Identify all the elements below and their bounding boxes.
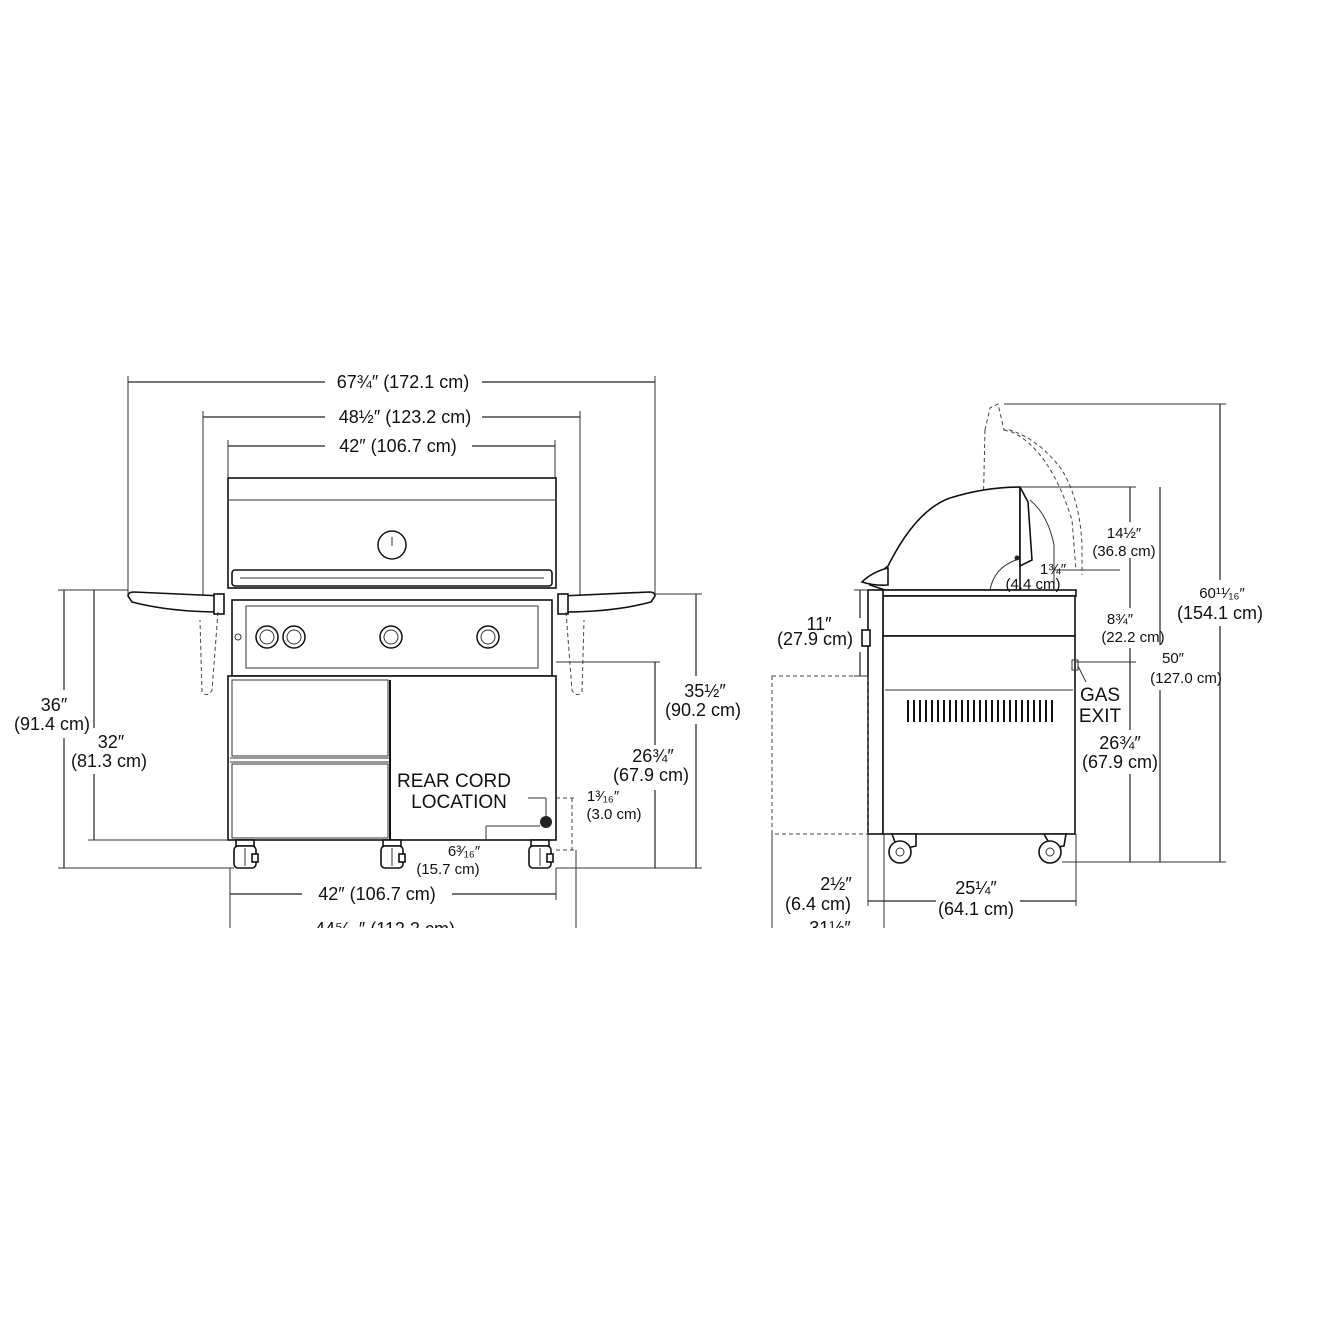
height-50-label: 50″	[1162, 650, 1185, 667]
control-panel	[231, 599, 553, 677]
lid-offset-label: 1¾″	[1040, 561, 1067, 578]
side-hood	[860, 486, 1055, 591]
caster-middle	[380, 839, 406, 869]
side-shelf-dashed-outline	[771, 675, 869, 835]
cart-width-dimension: 44⁵⁄₁₆″ (112.2 cm)	[315, 850, 577, 939]
grill-cart	[227, 675, 557, 841]
side-26-75-cm-label: (67.9 cm)	[1082, 752, 1158, 772]
offset-2-5-label: 2½″	[820, 874, 852, 894]
offset-2-5-dimension: 2½″ (6.4 cm)	[771, 834, 885, 928]
side-26-75-label: 26¾″	[1099, 733, 1141, 753]
depth-partial-dimension: 31½″	[809, 918, 851, 938]
depth-25-25-dimension: 25¼″ (64.1 cm)	[884, 834, 1077, 919]
overall-width-label: 67¾″ (172.1 cm)	[337, 372, 469, 392]
right-side-shelf	[557, 591, 656, 696]
height-35-5-label: 35½″	[684, 681, 726, 701]
gap-8-75-dimension: 8¾″ (22.2 cm)	[1076, 590, 1165, 663]
gas-exit-label-line1: GAS	[1080, 685, 1120, 706]
right-shelf-bracket	[557, 593, 569, 615]
hood-depth-dimension: 14½″ (36.8 cm)	[1020, 486, 1156, 590]
rear-cord-label-line1: REAR CORD	[397, 771, 511, 792]
burner-knob-1	[255, 625, 279, 649]
base-width-label: 42″ (106.7 cm)	[318, 884, 435, 904]
rear-cord-location-dot	[540, 816, 552, 828]
height-36-label: 36″	[41, 695, 68, 715]
depth-25-25-cm-label: (64.1 cm)	[938, 899, 1014, 919]
open-height-dimension: 60¹¹⁄₁₆″ (154.1 cm)	[1004, 403, 1263, 863]
hood-depth-label: 14½″	[1107, 525, 1142, 542]
side-11-dimension: 11″ (27.9 cm)	[777, 589, 868, 677]
firebox-width-dimension: 42″ (106.7 cm)	[227, 436, 556, 478]
gas-exit-callout: GAS EXIT	[1077, 665, 1122, 727]
caster-left	[233, 839, 259, 869]
height-36-dimension: 36″ (91.4 cm)	[14, 589, 234, 869]
side-26-75-dimension: 26¾″ (67.9 cm)	[1082, 662, 1158, 862]
height-35-5-dimension: 35½″ (90.2 cm)	[556, 593, 741, 869]
cord-offset-label: 1³⁄₁₆″	[587, 788, 620, 805]
side-casters	[888, 833, 1067, 864]
cart-width-label: 44⁵⁄₁₆″ (112.2 cm)	[315, 919, 455, 939]
cord-height-cm-label: (15.7 cm)	[416, 861, 479, 878]
cord-offset-cm-label: (3.0 cm)	[586, 806, 641, 823]
side-vent-grille	[907, 700, 1053, 722]
height-26-75-dimension: 26¾″ (67.9 cm)	[556, 661, 689, 868]
height-50-dimension: 50″ (127.0 cm)	[1150, 487, 1222, 862]
offset-2-5-cm-label: (6.4 cm)	[785, 894, 851, 914]
burner-knob-4	[476, 625, 500, 649]
side-caster-rear	[1038, 833, 1067, 864]
side-knob-icon	[861, 629, 871, 647]
open-height-label: 60¹¹⁄₁₆″	[1199, 585, 1245, 602]
open-lid-outline	[981, 403, 1083, 591]
height-26-75-label: 26¾″	[632, 746, 674, 766]
height-35-5-cm-label: (90.2 cm)	[665, 700, 741, 720]
depth-partial-label: 31½″	[809, 918, 851, 938]
height-32-cm-label: (81.3 cm)	[71, 751, 147, 771]
burner-knob-2	[282, 625, 306, 649]
cart-upper-drawer	[231, 679, 389, 757]
burner-knob-3	[379, 625, 403, 649]
base-width-dimension: 42″ (106.7 cm)	[229, 868, 557, 928]
firebox-width-label: 42″ (106.7 cm)	[339, 436, 456, 456]
left-side-shelf	[127, 591, 225, 696]
open-height-cm-label: (154.1 cm)	[1177, 603, 1263, 623]
height-32-label: 32″	[98, 732, 125, 752]
gas-exit-fitting	[1071, 659, 1079, 671]
height-36-cm-label: (91.4 cm)	[14, 714, 90, 734]
hood-depth-cm-label: (36.8 cm)	[1092, 543, 1155, 560]
hood-width-dimension: 48½″ (123.2 cm)	[202, 407, 581, 596]
height-26-75-cm-label: (67.9 cm)	[613, 765, 689, 785]
gap-8-75-label: 8¾″	[1107, 611, 1134, 628]
cord-height-label: 6³⁄₁₆″	[448, 843, 481, 860]
depth-25-25-label: 25¼″	[955, 878, 997, 898]
hood-width-label: 48½″ (123.2 cm)	[339, 407, 471, 427]
rear-cord-label-line2: LOCATION	[411, 792, 507, 813]
grill-hood	[227, 477, 557, 589]
left-shelf-bracket	[213, 593, 225, 615]
side-11-cm-label: (27.9 cm)	[777, 629, 853, 649]
lid-offset-dimension: 1¾″ (4.4 cm)	[1005, 561, 1120, 593]
side-body	[771, 589, 1079, 835]
gas-exit-label-line2: EXIT	[1079, 706, 1122, 727]
side-caster-front	[888, 833, 917, 864]
overall-width-dimension: 67¾″ (172.1 cm)	[127, 372, 656, 596]
ignition-dot	[234, 633, 242, 641]
side-view: 14½″ (36.8 cm) 1¾″ (4.4 cm) 60¹¹⁄₁₆″ (15…	[771, 403, 1263, 938]
gap-8-75-cm-label: (22.2 cm)	[1101, 629, 1164, 646]
height-32-dimension: 32″ (81.3 cm)	[71, 589, 228, 841]
front-view: 67¾″ (172.1 cm) 48½″ (123.2 cm) 42″ (106…	[14, 372, 741, 939]
front-casters	[233, 839, 554, 869]
lid-offset-cm-label: (4.4 cm)	[1005, 576, 1060, 593]
side-11-label: 11″	[806, 614, 832, 634]
height-50-cm-label: (127.0 cm)	[1150, 670, 1222, 687]
cart-lower-drawer	[231, 763, 389, 839]
rear-cord-callout: REAR CORD LOCATION 1³⁄₁₆″ (3.0 cm) 6³⁄₁₆…	[397, 771, 642, 878]
caster-right	[528, 839, 554, 869]
